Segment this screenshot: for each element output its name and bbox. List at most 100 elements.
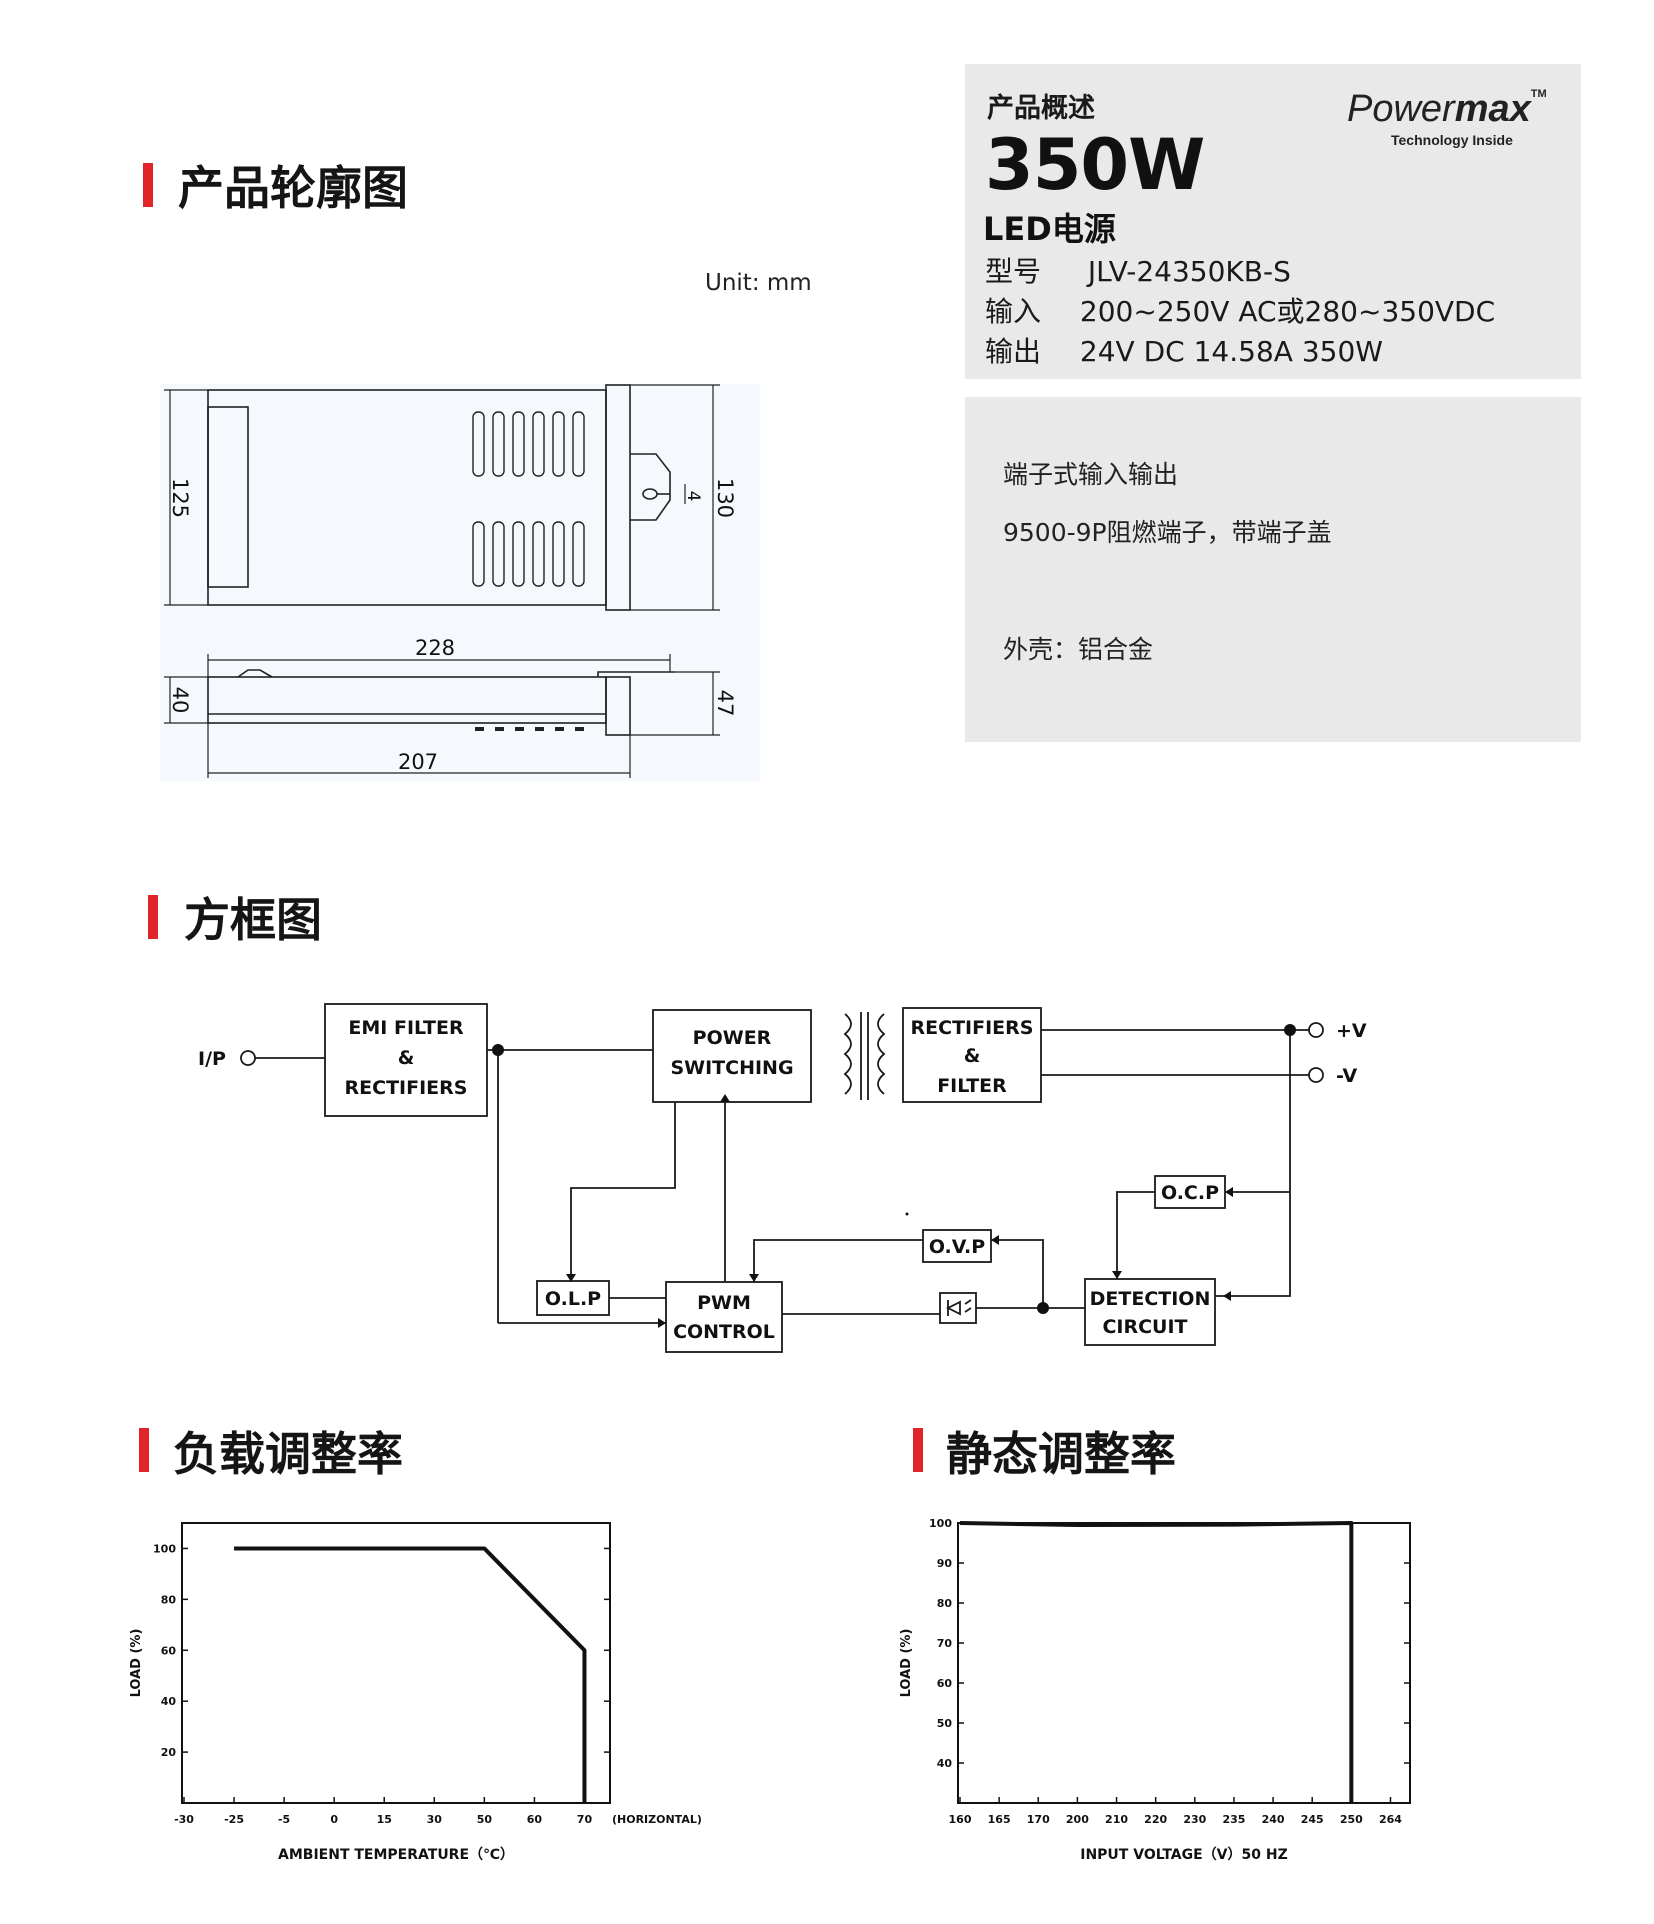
pwm-control-box [665,1281,783,1353]
olp-label: O.L.P [545,1288,601,1310]
brand-tm: TM [1530,88,1547,100]
series-line [959,1521,1354,1803]
spec-value-model: JLV-24350KB-S [1087,255,1291,288]
x-tick-label: 0 [330,1813,338,1826]
section-title-static: 静态调整率 [946,1427,1176,1481]
detection-label-2: CIRCUIT [1102,1316,1187,1338]
spec-label-input: 输入 [985,295,1042,328]
y-tick-label: 40 [161,1695,177,1708]
x-tick-label: -5 [278,1813,290,1826]
rect-label-1: RECTIFIERS [911,1017,1034,1039]
y-tick-label: 80 [161,1593,177,1606]
section-title-load: 负载调整率 [173,1427,403,1481]
emi-filter-box [324,1003,488,1117]
section-title-outline: 产品轮廓图 [178,161,408,215]
series-line [234,1546,587,1803]
spec-row-input: 输入 200~250V AC或280~350VDC [985,290,1495,330]
y-tick-label: 100 [153,1542,176,1555]
output-positive-terminal [1308,1022,1324,1038]
power-switching-box [652,1009,812,1103]
rectifier-filter-box [902,1007,1042,1103]
overview-card: 产品概述 350W LED电源 型号 JLV-24350KB-S 输入 200~… [965,64,1581,379]
x-axis-note: (HORIZONTAL) [612,1813,702,1826]
x-tick-label: 30 [427,1813,443,1826]
x-tick-label: 245 [1301,1813,1324,1826]
dim-125: 125 [168,478,192,518]
brand-name-bold: max [1454,88,1531,130]
y-tick-label: 80 [937,1597,953,1610]
overview-heading: 产品概述 [987,93,1095,124]
y-tick-label: 50 [937,1717,953,1730]
output-positive-label: +V [1336,1020,1367,1042]
emi-label-1: EMI FILTER [348,1017,464,1039]
feature-terminal-block: 9500-9P阻燃端子，带端子盖 [1003,518,1332,547]
power-label-2: SWITCHING [670,1057,793,1079]
x-tick-label: 250 [1340,1813,1363,1826]
feature-terminal-io: 端子式输入输出 [1003,460,1179,489]
block-diagram: I/P EMI FILTER & RECTIFIERS POWER SWITCH… [198,1003,1367,1353]
emi-label-3: RECTIFIERS [345,1077,468,1099]
y-tick-label: 90 [937,1557,953,1570]
rect-label-3: FILTER [937,1075,1007,1097]
x-tick-label: 15 [377,1813,392,1826]
detection-circuit-box [1084,1278,1216,1346]
plot-frame [957,1522,1411,1804]
x-axis-label: INPUT VOLTAGE（V）50 HZ [1080,1847,1287,1863]
ovp-label: O.V.P [929,1236,985,1258]
x-tick-label: 170 [1027,1813,1050,1826]
dim-47: 47 [713,690,737,717]
ovp-box [922,1229,992,1263]
plot-frame [181,1522,611,1804]
spec-label-model: 型号 [985,255,1042,288]
emi-label-2: & [398,1047,415,1069]
y-axis-label: LOAD (%) [129,1629,144,1698]
pwm-label-1: PWM [697,1292,751,1314]
rect-label-2: & [964,1045,981,1067]
spec-label-output: 输出 [985,335,1042,368]
y-tick-label: 100 [929,1517,952,1530]
x-tick-label: 264 [1379,1813,1402,1826]
section-title-block: 方框图 [184,893,322,947]
features-card: 端子式输入输出 9500-9P阻燃端子，带端子盖 外壳：铝合金 [965,397,1581,742]
section-marker [148,895,158,939]
x-tick-label: 235 [1222,1813,1245,1826]
x-tick-label: 240 [1262,1813,1285,1826]
spec-value-input: 200~250V AC或280~350VDC [1079,295,1496,328]
overview-product: LED电源 [983,210,1116,248]
x-tick-label: 210 [1105,1813,1128,1826]
dim-207: 207 [398,750,438,774]
output-negative-terminal [1308,1067,1324,1083]
dim-130: 130 [713,478,737,518]
input-terminal [240,1050,256,1066]
detection-label-1: DETECTION [1090,1288,1211,1310]
feature-housing: 外壳：铝合金 [1003,635,1154,664]
y-tick-label: 60 [161,1644,177,1657]
y-tick-label: 20 [161,1746,177,1759]
x-axis-label: AMBIENT TEMPERATURE（℃） [278,1847,514,1863]
x-tick-label: 50 [477,1813,493,1826]
brand-tagline: Technology Inside [1391,132,1513,148]
section-marker [143,163,153,207]
x-tick-label: 165 [988,1813,1011,1826]
ocp-label: O.C.P [1161,1182,1219,1204]
spec-row-model: 型号 JLV-24350KB-S [985,250,1291,290]
y-tick-label: 70 [937,1637,953,1650]
dim-4: 4 [683,491,703,502]
y-axis-label: LOAD (%) [899,1629,914,1698]
x-tick-label: 230 [1183,1813,1206,1826]
vent-slots [472,411,585,587]
brand-name-light: Power [1347,88,1455,130]
x-tick-label: 200 [1066,1813,1089,1826]
section-marker [139,1428,149,1472]
output-negative-label: -V [1336,1065,1358,1087]
pwm-label-2: CONTROL [673,1321,775,1343]
input-label: I/P [198,1048,226,1070]
y-tick-label: 60 [937,1677,953,1690]
overview-power: 350W [985,124,1205,206]
x-tick-label: 60 [527,1813,543,1826]
spec-row-output: 输出 24V DC 14.58A 350W [985,330,1383,370]
brand-logo: PowermaxTM [1347,88,1547,131]
outline-drawing: 125 130 4 228 207 40 47 [160,384,760,781]
